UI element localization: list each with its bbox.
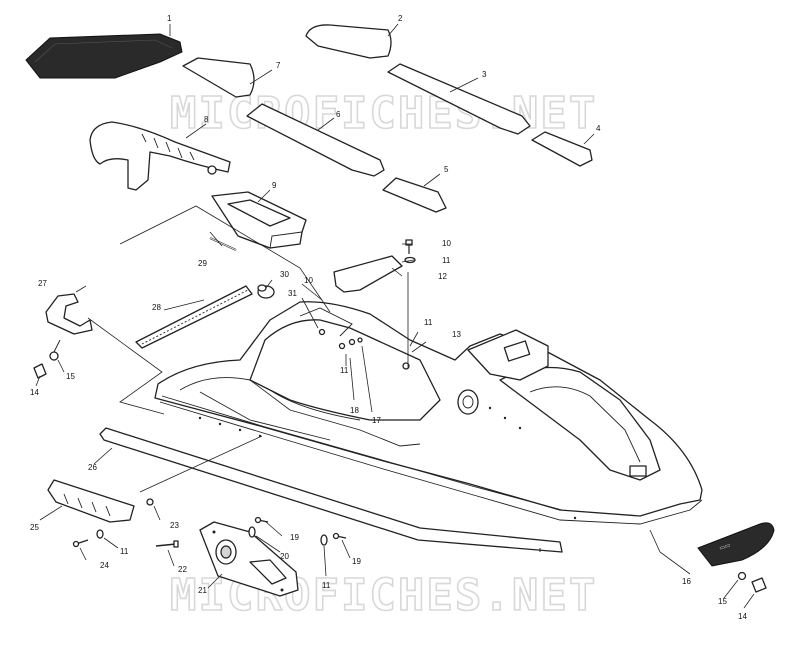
callout-labels: 1 2 3 4 5 6 7 8 9 10 11 12 30 31 10 28 1… (30, 14, 747, 621)
hull-body (154, 301, 703, 525)
callout-19-right: 19 (352, 557, 361, 566)
callout-11-mid: 11 (424, 318, 433, 327)
callout-16: 16 (682, 577, 691, 586)
callout-11-seat: 11 (340, 366, 349, 375)
part-24-screw (72, 539, 89, 548)
part-12-hinge-bracket (333, 255, 403, 293)
part-26-rub-rail (99, 427, 563, 553)
callout-26: 26 (88, 463, 97, 472)
callout-30: 30 (280, 270, 289, 279)
callout-25: 25 (30, 523, 39, 532)
callout-14-left: 14 (30, 388, 39, 397)
callout-22: 22 (178, 565, 187, 574)
callout-28: 28 (152, 303, 161, 312)
callout-14-right: 14 (738, 612, 747, 621)
callout-20: 20 (280, 552, 289, 561)
part-19-screw-b (332, 532, 347, 540)
callout-12: 12 (438, 272, 447, 281)
callout-24: 24 (100, 561, 109, 570)
part-1-rear-mat (25, 33, 183, 79)
callout-23: 23 (170, 521, 179, 530)
callout-10-mid: 10 (304, 276, 313, 285)
part-14-cap-left (33, 363, 47, 379)
callout-15-left: 15 (66, 372, 75, 381)
leader-lines (35, 23, 755, 609)
part-25-vent-louver (47, 479, 135, 523)
callout-10-top: 10 (442, 239, 451, 248)
callout-7: 7 (276, 61, 281, 70)
part-3-long-pad (387, 63, 531, 135)
part-6-long-pad (246, 103, 385, 177)
callout-3: 3 (482, 70, 487, 79)
callout-11-bottom: 11 (322, 581, 331, 590)
part-21-side-panel (199, 521, 299, 597)
part-2-pad (305, 24, 392, 59)
callout-5: 5 (444, 165, 449, 174)
part-7-pad (182, 57, 255, 98)
part-4-pad (531, 131, 593, 167)
callout-21: 21 (198, 586, 207, 595)
part-11-washer-bottom (320, 534, 328, 546)
part-22-bolt (155, 540, 179, 548)
callout-19-left: 19 (290, 533, 299, 542)
callout-31: 31 (288, 289, 297, 298)
part-15-washer-right (737, 571, 747, 581)
part-27-bracket (45, 293, 93, 335)
part-28-rail-strip (135, 285, 253, 349)
callout-8: 8 (204, 115, 209, 124)
callout-27: 27 (38, 279, 47, 288)
callout-29: 29 (198, 259, 207, 268)
callout-18: 18 (350, 406, 359, 415)
part-10-bolt-top (405, 239, 413, 254)
part-30-knob (257, 284, 275, 299)
part-20-grommet (248, 526, 256, 538)
callout-11-left: 11 (120, 547, 129, 556)
part-29-pin (209, 237, 237, 251)
part-15-washer-left (49, 339, 61, 361)
part-14-cap-right (751, 577, 767, 593)
callout-1: 1 (167, 14, 172, 23)
callout-4: 4 (596, 124, 601, 133)
callout-17: 17 (372, 416, 381, 425)
callout-2: 2 (398, 14, 403, 23)
callout-6: 6 (336, 110, 341, 119)
part-23-plug (146, 498, 154, 506)
callout-13: 13 (452, 330, 461, 339)
callout-11-top: 11 (442, 256, 451, 265)
callout-9: 9 (272, 181, 277, 190)
part-8-grab-handle (89, 121, 231, 191)
callout-15-right: 15 (718, 597, 727, 606)
part-16-nose-bumper: ▭▭ (697, 522, 775, 567)
part-5-pad (382, 177, 447, 213)
part-19-screw-a (254, 516, 269, 524)
part-9-storage-bin (211, 191, 307, 249)
rub-rail-logo-icon: ▭▭ (719, 543, 732, 552)
part-11-washer-left (96, 529, 104, 539)
